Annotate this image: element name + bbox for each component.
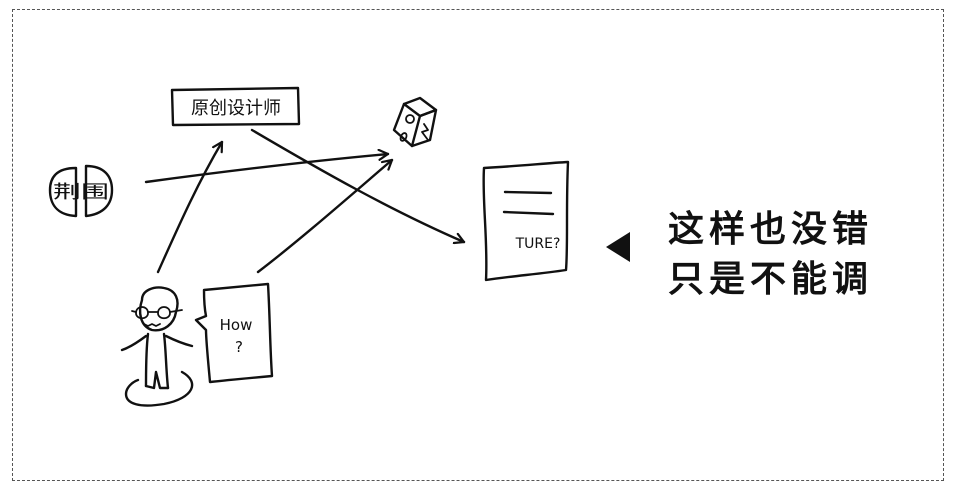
arrow-bubble-to-box xyxy=(256,158,394,274)
speech-text-line2: ? xyxy=(235,338,243,356)
designer-label: 原创设计师 xyxy=(191,98,281,119)
left-label-badge: 荆围 xyxy=(48,164,114,218)
person-figure xyxy=(120,286,194,407)
designer-box: 原创设计师 xyxy=(170,86,301,127)
arrow-left-to-box xyxy=(144,154,390,184)
document-page: TURE? xyxy=(482,160,570,282)
pointer-triangle-icon xyxy=(606,232,630,262)
arrow-person-to-designer xyxy=(156,140,224,274)
dashed-frame xyxy=(12,9,944,481)
arrow-designer-to-document xyxy=(250,128,466,242)
caption-line-1: 这样也没错 xyxy=(668,209,874,250)
left-label-text: 荆围 xyxy=(53,182,109,203)
speech-text-line1: How xyxy=(220,316,253,334)
speech-bubble: How ? xyxy=(194,282,274,384)
cube-box-icon xyxy=(392,96,438,148)
document-label: TURE? xyxy=(515,236,561,252)
caption-line-2: 只是不能调 xyxy=(668,259,874,300)
